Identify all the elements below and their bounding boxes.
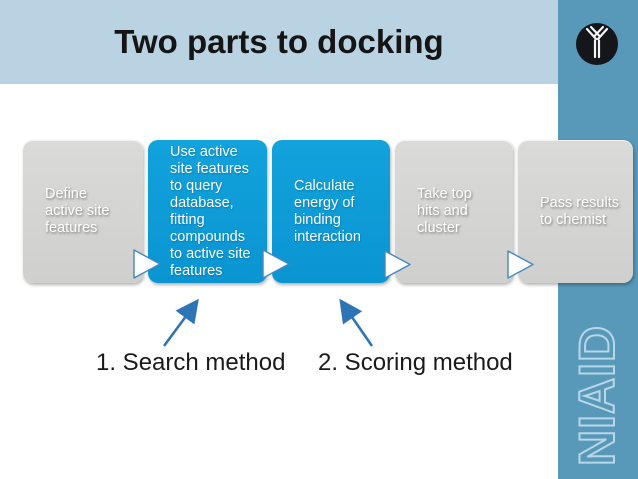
annotation-arrow-icon (339, 298, 374, 347)
flow-step-text: Pass results to chemist (540, 194, 619, 228)
slide-title: Two parts to docking (114, 23, 444, 60)
flow-step-pass-results: Pass results to chemist (518, 140, 633, 283)
header-band: Two parts to docking (0, 0, 558, 84)
flow-step-text: Use active site features to query databa… (170, 143, 251, 279)
niaid-wordmark-text: NIAID (569, 325, 625, 466)
flow-step-define-features: Define active site features (23, 140, 143, 283)
flow-step-text: Take top hits and cluster (417, 186, 472, 236)
flow-step-text: Calculate energy of binding interaction (294, 177, 361, 245)
antibody-logo-icon (576, 23, 618, 65)
flow-step-text: Define active site features (45, 186, 110, 236)
flow-step-cluster-hits: Take top hits and cluster (395, 140, 513, 283)
annotation-arrow-icon (162, 298, 199, 347)
flow-step-search-database: Use active site features to query databa… (148, 140, 267, 283)
niaid-wordmark: NIAID (568, 324, 626, 467)
annotation-label-search-method: 1. Search method (96, 349, 286, 376)
flow-step-score-binding: Calculate energy of binding interaction (272, 140, 390, 283)
annotation-label-scoring-method: 2. Scoring method (318, 349, 513, 376)
